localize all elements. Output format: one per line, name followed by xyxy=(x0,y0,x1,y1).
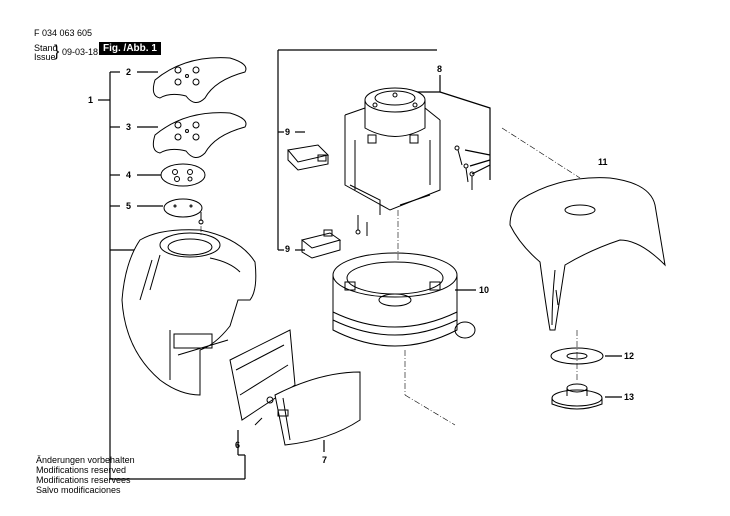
cover-plate-3 xyxy=(152,112,247,158)
assembly-axis-lines xyxy=(200,127,581,426)
cover-11 xyxy=(509,177,666,331)
disc-5 xyxy=(163,198,204,225)
switch-9-top xyxy=(287,144,329,171)
callout-11: 11 xyxy=(598,157,608,167)
cover-plate-2 xyxy=(152,57,247,103)
nut-13 xyxy=(551,383,603,410)
callout-2: 2 xyxy=(126,67,132,77)
callout-1: 1 xyxy=(88,95,94,105)
callout-12: 12 xyxy=(624,351,635,361)
door-7 xyxy=(274,371,361,446)
callout-9a: 9 xyxy=(285,127,291,137)
callout-10: 10 xyxy=(479,285,490,295)
brace-symbol: } xyxy=(54,43,60,60)
footer-line-fr: Modifications reservees xyxy=(36,475,131,485)
callout-5: 5 xyxy=(126,201,132,211)
base-10 xyxy=(332,252,476,347)
disc-4 xyxy=(160,163,206,187)
callout-3: 3 xyxy=(126,122,132,132)
callout-4: 4 xyxy=(126,170,132,180)
stand-label: Stand xyxy=(34,43,58,53)
screws xyxy=(454,145,475,190)
figure-label: Fig. /Abb. 1 xyxy=(99,42,161,55)
housing-1 xyxy=(121,229,257,396)
callout-13: 13 xyxy=(624,392,635,402)
issue-label: Issue xyxy=(34,52,56,62)
footer-line-de: Änderungen vorbehalten xyxy=(36,455,135,465)
callout-9b: 9 xyxy=(285,244,291,254)
footer-line-es: Salvo modificaciones xyxy=(36,485,121,495)
footer-line-en: Modifications reserved xyxy=(36,465,127,475)
issue-date: 09-03-18 xyxy=(62,47,99,57)
callout-8: 8 xyxy=(437,64,443,74)
document-part-number: F 034 063 605 xyxy=(34,28,93,38)
callout-7: 7 xyxy=(322,455,328,465)
bracket-6 xyxy=(229,329,296,426)
leader-lines xyxy=(98,49,622,480)
switch-9-bottom xyxy=(300,229,342,259)
laser-module-8 xyxy=(344,87,441,236)
